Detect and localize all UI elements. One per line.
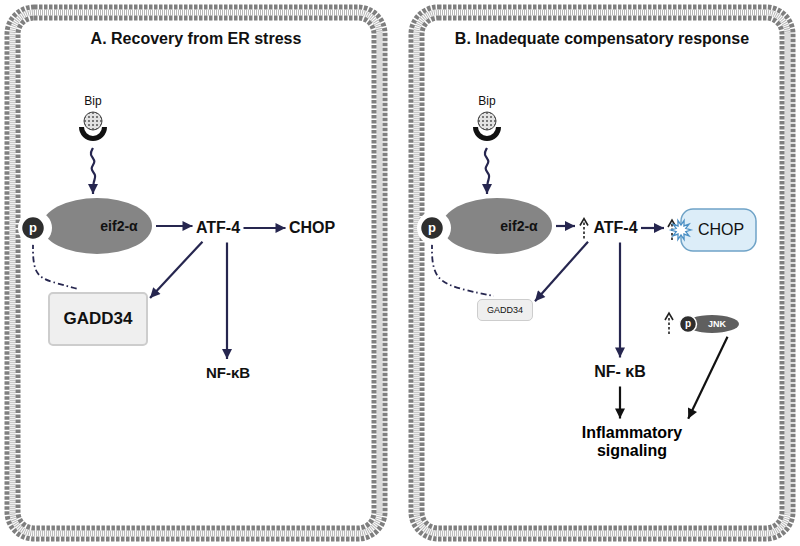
- chop-box-text: CHOP: [698, 221, 744, 239]
- phosphate-circle-text: p: [29, 221, 37, 236]
- pathway-arrow: [688, 337, 727, 419]
- pathway-arrow: [244, 227, 286, 229]
- outcome-label: Inflammatory signaling: [571, 422, 693, 463]
- phosphate-circle: p: [420, 216, 444, 240]
- nfkb-label-text: NF-κB: [206, 364, 250, 381]
- phosphate-circle: p: [21, 216, 45, 240]
- gadd34-box-text: GADD34: [64, 309, 133, 329]
- bip-chaperone: Bip: [75, 95, 111, 145]
- phosphate-circle: p: [679, 315, 697, 333]
- bip-chaperone-text: Bip: [84, 95, 101, 109]
- binding-arrow: [485, 148, 489, 194]
- gadd34-box-text: GADD34: [487, 305, 523, 315]
- phosphate-circle-text: p: [428, 221, 436, 236]
- pathway-arrow: [150, 242, 202, 298]
- chop-box: CHOP: [667, 208, 757, 252]
- chop-label-text: CHOP: [289, 219, 335, 237]
- pathway-arrow: [619, 387, 621, 419]
- bip-receptor-icon: [469, 111, 505, 145]
- pathway-arrow: [556, 225, 575, 227]
- outcome-label-text: Inflammatory signaling: [571, 424, 693, 461]
- gadd34-box: GADD34: [477, 299, 533, 321]
- pathway-arrow: [641, 227, 664, 229]
- atf4-label: ATF-4: [578, 217, 638, 240]
- eif2-alpha-protein: eif2-αp: [441, 197, 553, 255]
- binding-arrow: [91, 148, 95, 194]
- increase-arrow: [580, 218, 588, 238]
- cell-membrane: [408, 4, 796, 542]
- panel-heading: B. Inadequate compensatory response: [408, 30, 796, 48]
- nfkb-label: NF- κB: [594, 361, 646, 384]
- atf4-label-text: ATF-4: [593, 219, 637, 237]
- bip-chaperone: Bip: [469, 95, 505, 145]
- cell-panel: A. Recovery from ER stressBipeif2-αpATF-…: [4, 4, 388, 542]
- chop-label: CHOP: [289, 217, 336, 240]
- nfkb-label-text: NF- κB: [594, 363, 646, 381]
- bip-chaperone-text: Bip: [478, 95, 495, 109]
- eif2-alpha-protein-text: eif2-α: [100, 218, 137, 234]
- nfkb-label: NF-κB: [206, 362, 251, 384]
- pathway-arrow: [156, 225, 193, 227]
- panel-heading: A. Recovery from ER stress: [4, 30, 388, 48]
- jnk-protein-text: JNK: [708, 319, 726, 329]
- gadd34-box: GADD34: [48, 292, 148, 346]
- cell-membrane: [4, 4, 388, 542]
- atf4-label: ATF-4: [196, 217, 241, 240]
- increase-arrow: [665, 313, 673, 334]
- phosphate-circle-text: p: [685, 318, 691, 330]
- pathway-arrow: [535, 242, 588, 301]
- pathway-arrow: [226, 243, 228, 360]
- jnk-protein: JNK p: [684, 314, 740, 334]
- pathway-arrow: [619, 243, 621, 358]
- atf4-label-text: ATF-4: [196, 219, 240, 237]
- cell-panel: B. Inadequate compensatory responseBip ei…: [408, 4, 796, 542]
- bip-receptor-icon: [75, 111, 111, 145]
- eif2-alpha-protein-text: eif2-α: [500, 218, 537, 234]
- eif2-alpha-protein: eif2-αp: [41, 197, 153, 255]
